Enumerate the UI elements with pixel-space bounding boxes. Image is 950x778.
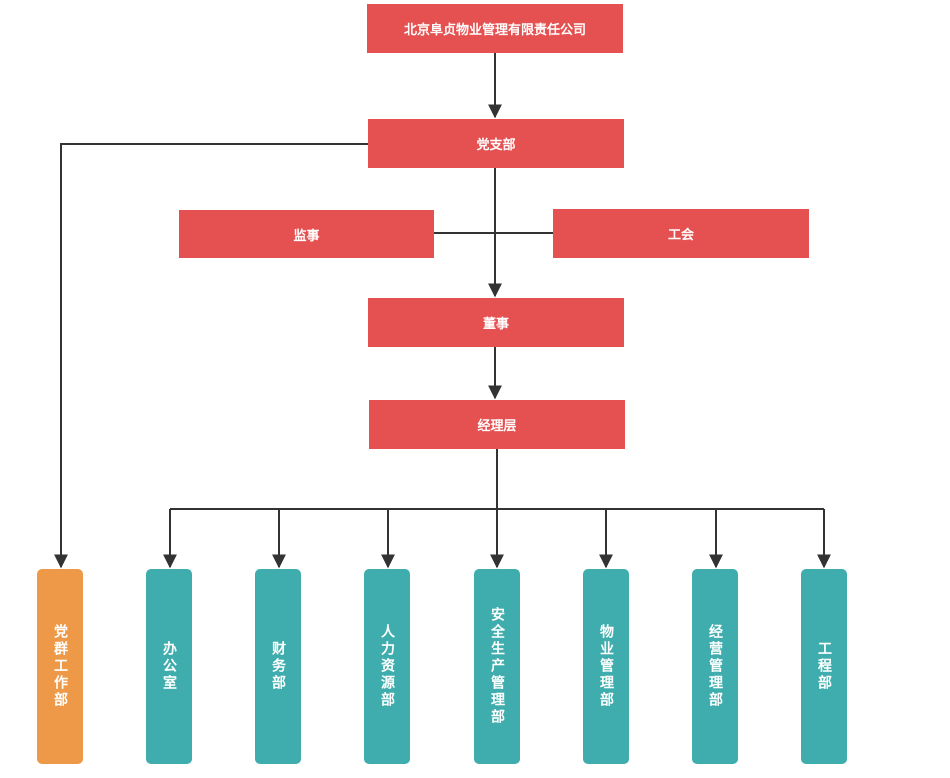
supervisor-node: 监事 [179, 210, 434, 258]
dept-operations-management: 经营管理部 [692, 569, 738, 764]
party-branch-node: 党支部 [368, 119, 624, 168]
dept-engineering: 工程部 [801, 569, 847, 764]
dept-property-management: 物业管理部 [583, 569, 629, 764]
board-node: 董事 [368, 298, 624, 347]
connector-party-to-party-dept [54, 143, 368, 569]
dept-human-resources: 人力资源部 [364, 569, 410, 764]
dept-party-work: 党群工作部 [37, 569, 83, 764]
union-node: 工会 [553, 209, 809, 258]
company-node: 北京阜贞物业管理有限责任公司 [367, 4, 623, 53]
dept-safety-production: 安全生产管理部 [474, 569, 520, 764]
dept-finance: 财务部 [255, 569, 301, 764]
management-node: 经理层 [369, 400, 625, 449]
dept-office: 办公室 [146, 569, 192, 764]
